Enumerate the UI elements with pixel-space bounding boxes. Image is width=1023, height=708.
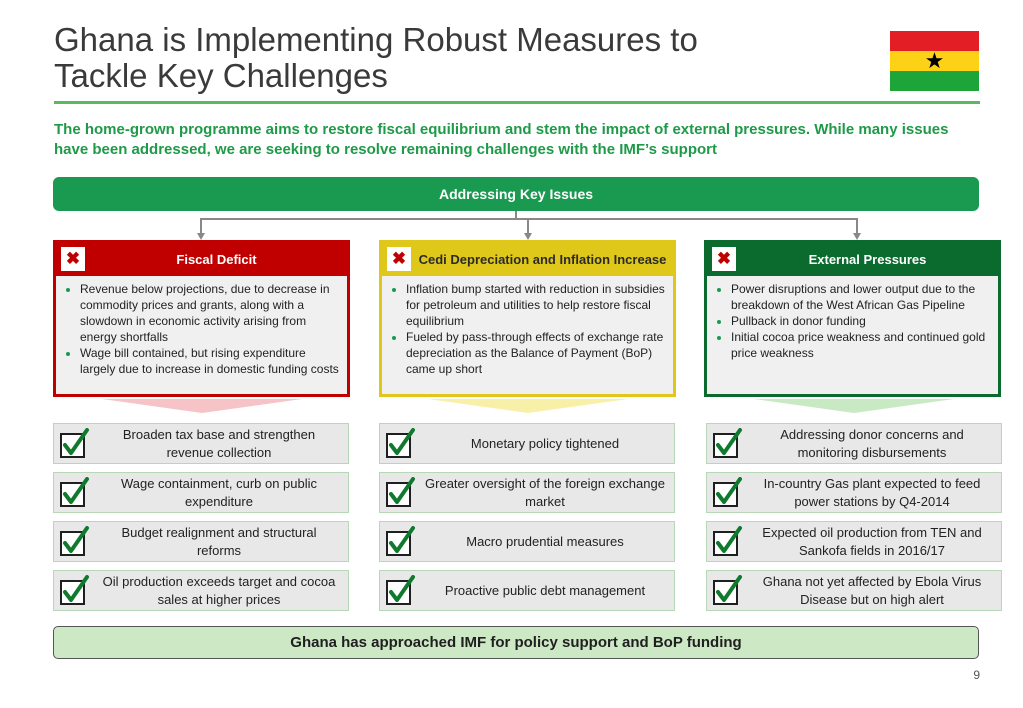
checkmark-icon	[60, 428, 90, 459]
checkmark-icon	[713, 526, 743, 557]
imf-approach-footer: Ghana has approached IMF for policy supp…	[53, 626, 979, 659]
issue-heading: Fiscal Deficit	[176, 251, 257, 267]
solution-box: Ghana not yet affected by Ebola Virus Di…	[706, 570, 1002, 611]
solution-text: Budget realignment and structural reform…	[121, 524, 317, 558]
issue-card-fiscal-deficit: ✖ Fiscal Deficit Revenue below projectio…	[53, 240, 350, 397]
solution-box: Addressing donor concerns and monitoring…	[706, 423, 1002, 464]
connector-line	[515, 211, 517, 219]
x-mark-icon: ✖	[387, 247, 411, 271]
arrow-down-icon	[197, 233, 205, 240]
checkmark-icon	[713, 477, 743, 508]
checkmark-icon	[386, 526, 416, 557]
solution-text: Greater oversight of the foreign exchang…	[425, 475, 665, 509]
fade-arrow-yellow	[428, 399, 628, 413]
solution-text: Monetary policy tightened	[470, 435, 620, 451]
addressing-key-issues-banner: Addressing Key Issues	[53, 177, 979, 211]
solution-text: Broaden tax base and strengthen revenue …	[122, 426, 316, 460]
solution-box: In-country Gas plant expected to feed po…	[706, 472, 1002, 513]
issue-bullet-list: Revenue below projections, due to decrea…	[62, 281, 341, 377]
solution-box: Broaden tax base and strengthen revenue …	[53, 423, 349, 464]
issue-bullet: Revenue below projections, due to decrea…	[80, 281, 341, 345]
checkmark-icon	[60, 526, 90, 557]
issue-card-header: ✖ External Pressures	[707, 243, 998, 276]
issue-card-cedi-depreciation: ✖ Cedi Depreciation and Inflation Increa…	[379, 240, 676, 397]
issue-bullet: Power disruptions and lower output due t…	[731, 281, 992, 313]
subtitle: The home-grown programme aims to restore…	[54, 121, 949, 158]
issue-card-header: ✖ Cedi Depreciation and Inflation Increa…	[382, 243, 673, 276]
checkmark-icon	[713, 575, 743, 606]
page-title: Ghana is Implementing Robust Measures to…	[54, 22, 854, 94]
solution-text: Ghana not yet affected by Ebola Virus Di…	[762, 573, 982, 607]
issue-heading: External Pressures	[808, 251, 927, 267]
checkmark-icon	[60, 575, 90, 606]
solution-text: Macro prudential measures	[466, 533, 624, 549]
solution-box: Budget realignment and structural reform…	[53, 521, 349, 562]
connector-line	[527, 218, 529, 234]
issue-bullet-list: Power disruptions and lower output due t…	[713, 281, 992, 361]
fade-arrow-green	[754, 399, 954, 413]
solution-text: Oil production exceeds target and cocoa …	[102, 573, 336, 607]
x-mark-icon: ✖	[712, 247, 736, 271]
flag-green-band	[890, 71, 979, 91]
arrow-down-icon	[524, 233, 532, 240]
page-number: 9	[973, 668, 980, 682]
checkmark-icon	[713, 428, 743, 459]
issue-bullet: Initial cocoa price weakness and continu…	[731, 329, 992, 361]
issue-bullet: Wage bill contained, but rising expendit…	[80, 345, 341, 377]
checkmark-icon	[386, 428, 416, 459]
issue-bullet: Inflation bump started with reduction in…	[406, 281, 667, 329]
flag-red-band	[890, 31, 979, 51]
solution-box: Oil production exceeds target and cocoa …	[53, 570, 349, 611]
connector-line	[200, 218, 858, 220]
solution-box: Monetary policy tightened	[379, 423, 675, 464]
page-title-line-1: Ghana is Implementing Robust Measures to	[54, 21, 698, 58]
issue-heading: Cedi Depreciation and Inflation Increase	[418, 251, 667, 267]
flag-yellow-band	[890, 51, 979, 71]
solution-text: Wage containment, curb on public expendi…	[120, 475, 318, 509]
checkmark-icon	[386, 575, 416, 606]
connector-line	[200, 218, 202, 234]
solution-text: Addressing donor concerns and monitoring…	[780, 426, 964, 460]
x-mark-icon: ✖	[61, 247, 85, 271]
solution-box: Macro prudential measures	[379, 521, 675, 562]
ghana-flag-icon: ★	[890, 31, 979, 91]
solution-text: In-country Gas plant expected to feed po…	[763, 475, 981, 509]
issue-bullet: Pullback in donor funding	[731, 313, 992, 329]
solution-box: Greater oversight of the foreign exchang…	[379, 472, 675, 513]
issue-card-header: ✖ Fiscal Deficit	[56, 243, 347, 276]
solution-box: Wage containment, curb on public expendi…	[53, 472, 349, 513]
checkmark-icon	[60, 477, 90, 508]
solution-box: Proactive public debt management	[379, 570, 675, 611]
fade-arrow-red	[102, 399, 302, 413]
arrow-down-icon	[853, 233, 861, 240]
connector-line	[856, 218, 858, 234]
solution-text: Proactive public debt management	[444, 582, 646, 598]
page-title-line-2: Tackle Key Challenges	[54, 57, 388, 94]
checkmark-icon	[386, 477, 416, 508]
issue-bullet: Fueled by pass-through effects of exchan…	[406, 329, 667, 377]
title-divider	[54, 101, 980, 104]
issue-card-external-pressures: ✖ External Pressures Power disruptions a…	[704, 240, 1001, 397]
black-star-icon: ★	[924, 48, 945, 73]
solution-box: Expected oil production from TEN and San…	[706, 521, 1002, 562]
issue-bullet-list: Inflation bump started with reduction in…	[388, 281, 667, 377]
solution-text: Expected oil production from TEN and San…	[762, 524, 982, 558]
